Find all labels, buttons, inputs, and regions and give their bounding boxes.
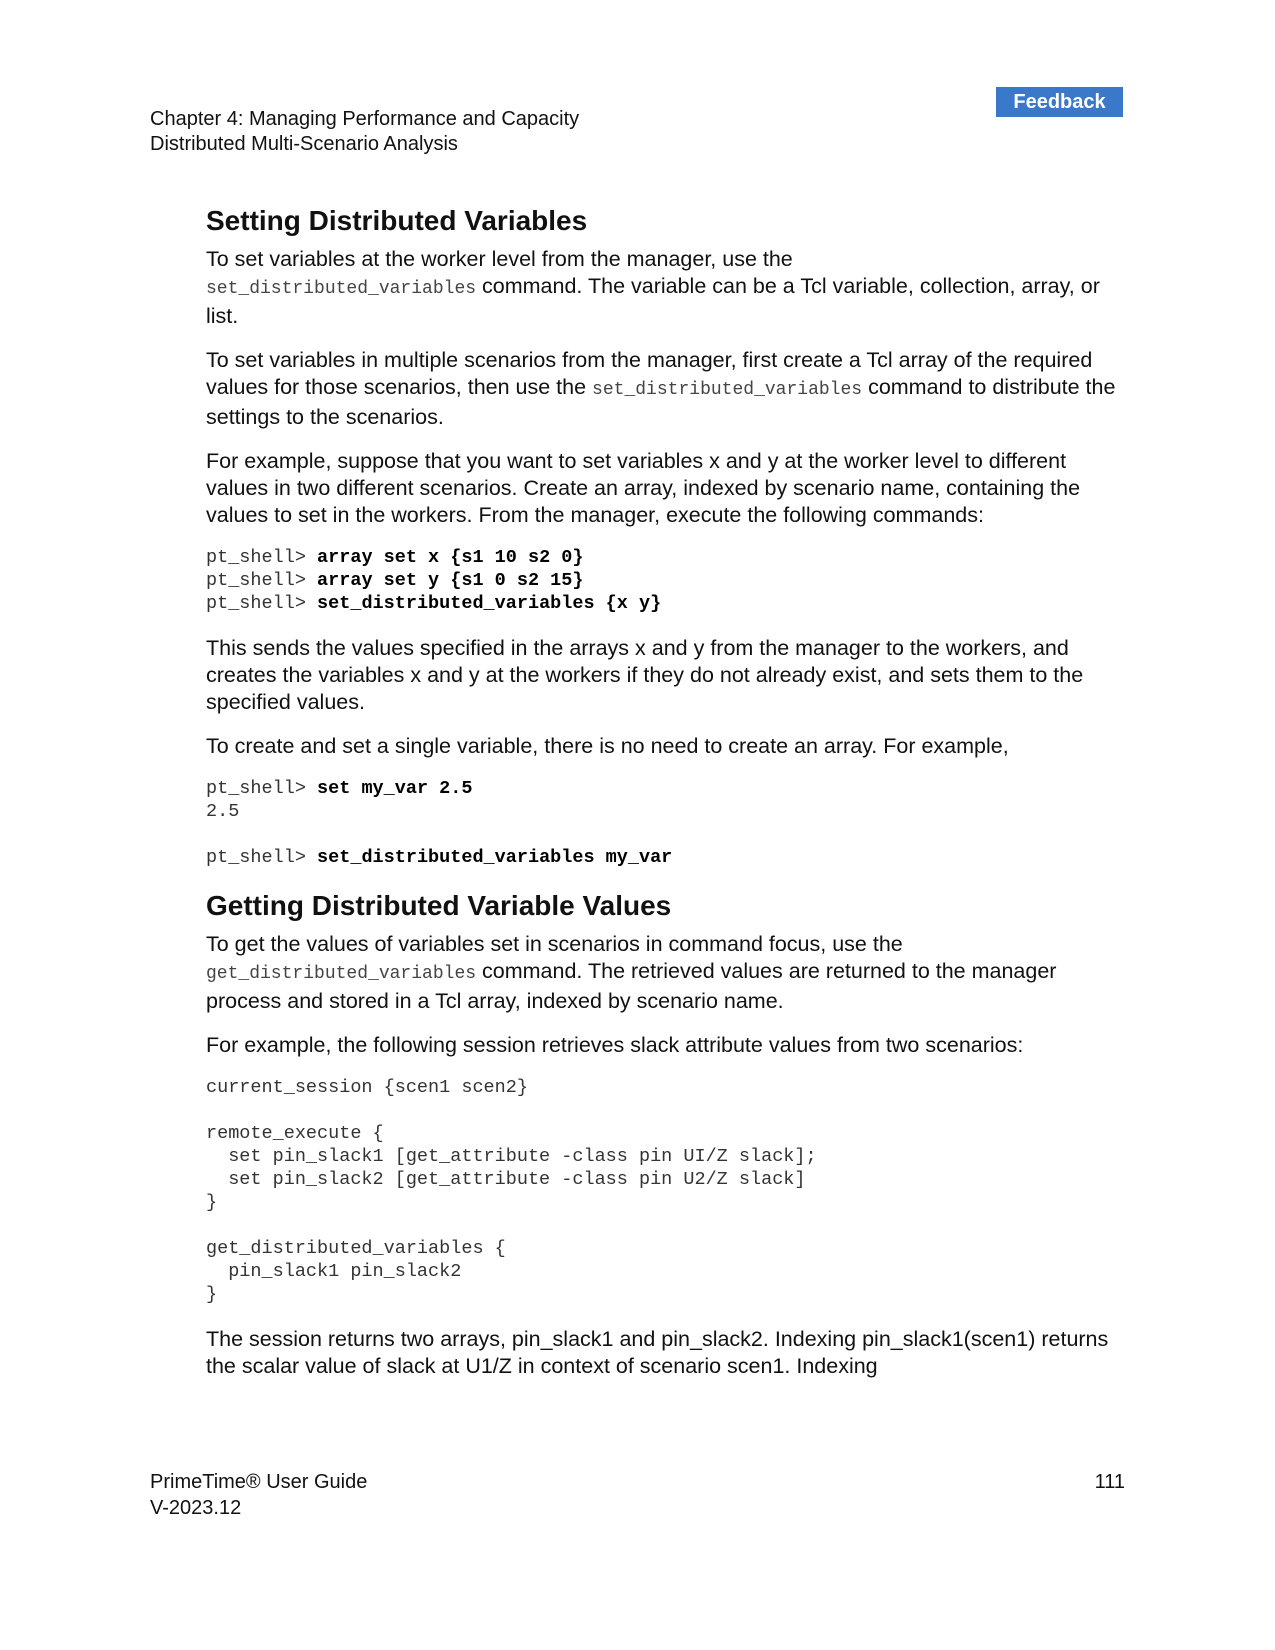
paragraph: To create and set a single variable, the… xyxy=(206,734,1009,758)
paragraph: This sends the values specified in the a… xyxy=(206,636,1084,714)
code-output: 2.5 xyxy=(206,801,240,822)
chapter-title: Chapter 4: Managing Performance and Capa… xyxy=(150,108,580,130)
code-prompt: pt_shell> xyxy=(206,593,318,614)
inline-code: get_distributed_variables xyxy=(206,964,477,984)
code-command: set my_var 2.5 xyxy=(317,778,473,799)
paragraph: For example, suppose that you want to se… xyxy=(206,449,1081,527)
code-block-set-var: pt_shell> set my_var 2.5 2.5 pt_shell> s… xyxy=(206,777,1126,869)
code-line: remote_execute { set pin_slack1 [get_att… xyxy=(206,1123,817,1213)
paragraph: To set variables in multiple scenarios f… xyxy=(206,347,1126,431)
paragraph: The session returns two arrays, pin_slac… xyxy=(206,1327,1109,1378)
paragraph-text: To get the values of variables set in sc… xyxy=(206,932,903,956)
paragraph-text: To set variables in multiple scenarios f… xyxy=(206,348,1093,399)
code-command: array set x {s1 10 s2 0} xyxy=(317,547,584,568)
heading-setting-distributed-variables: Setting Distributed Variables xyxy=(206,205,588,236)
page-number: 111 xyxy=(1094,1471,1125,1493)
inline-code: set_distributed_variables xyxy=(592,380,863,400)
guide-title: PrimeTime® User Guide xyxy=(150,1471,368,1493)
paragraph-text: command to distribute the settings to th… xyxy=(206,375,1116,429)
inline-code: set_distributed_variables xyxy=(206,279,477,299)
code-command: set_distributed_variables my_var xyxy=(317,847,673,868)
code-command: set_distributed_variables {x y} xyxy=(317,593,662,614)
code-prompt: pt_shell> xyxy=(206,847,318,868)
paragraph-text: command. The variable can be a Tcl varia… xyxy=(206,274,1100,328)
code-block-array-set: pt_shell> array set x {s1 10 s2 0} pt_sh… xyxy=(206,546,1126,615)
running-header: Chapter 4: Managing Performance and Capa… xyxy=(150,107,579,157)
code-prompt: pt_shell> xyxy=(206,570,318,591)
page-footer: PrimeTime® User Guide V-2023.12 111 xyxy=(150,1469,1125,1521)
paragraph: To set variables at the worker level fro… xyxy=(206,246,1126,330)
code-line: get_distributed_variables { pin_slack1 p… xyxy=(206,1238,506,1305)
paragraph-text: command. The retrieved values are return… xyxy=(206,959,1057,1013)
code-command: array set y {s1 0 s2 15} xyxy=(317,570,584,591)
paragraph: For example, the following session retri… xyxy=(206,1033,1024,1057)
code-prompt: pt_shell> xyxy=(206,547,318,568)
code-line: current_session {scen1 scen2} xyxy=(206,1077,528,1098)
paragraph-text: To set variables at the worker level fro… xyxy=(206,247,793,271)
feedback-button[interactable]: Feedback xyxy=(996,87,1123,117)
code-prompt: pt_shell> xyxy=(206,778,318,799)
paragraph: To get the values of variables set in sc… xyxy=(206,931,1126,1015)
guide-version: V-2023.12 xyxy=(150,1497,242,1519)
code-block-session: current_session {scen1 scen2} remote_exe… xyxy=(206,1076,1126,1306)
page-content: Setting Distributed Variables To set var… xyxy=(206,204,1126,1397)
heading-getting-distributed-variable-values: Getting Distributed Variable Values xyxy=(206,890,672,921)
section-title: Distributed Multi-Scenario Analysis xyxy=(150,133,458,155)
